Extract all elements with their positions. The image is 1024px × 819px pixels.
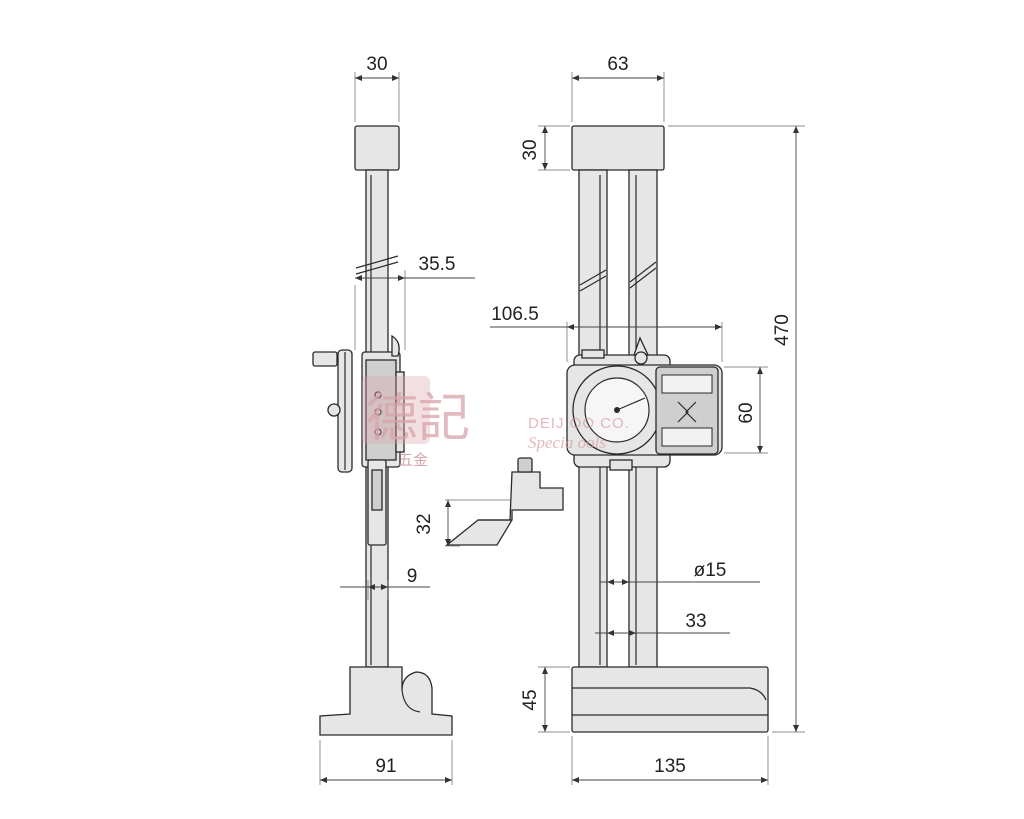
watermark: 德記 五金 DEIJ OO CO. Specia ools (362, 376, 630, 469)
front-dim-top-width: 63 (607, 54, 628, 75)
watermark-english-line1: DEIJ OO CO. (528, 415, 630, 432)
front-dim-base-width: 135 (654, 756, 686, 777)
front-dim-column-spacing: 33 (685, 611, 706, 632)
scriber-attachment: 32 (414, 457, 564, 547)
side-top-cap (354, 125, 400, 171)
front-dim-top-height: 30 (520, 139, 541, 160)
scriber-body (445, 471, 564, 546)
front-view: 63 30 470 106.5 60 ø15 33 45 (490, 54, 805, 785)
front-dim-base-height: 45 (520, 689, 541, 710)
scriber-screw (517, 457, 533, 473)
side-dim-top-width: 30 (366, 54, 387, 75)
side-break-mark (355, 255, 399, 275)
front-break-mark (579, 261, 657, 292)
side-knob (312, 351, 338, 367)
scriber-dim-height: 32 (414, 513, 435, 534)
watermark-chinese: 德記 (366, 389, 470, 449)
front-dim-column-diameter: ø15 (694, 560, 727, 581)
side-lock-screw (327, 403, 341, 417)
front-dim-slider-width: 106.5 (491, 304, 539, 325)
watermark-logo-box (362, 376, 430, 444)
side-dim-base-width: 91 (375, 756, 396, 777)
dial-needle (616, 397, 646, 411)
side-base (319, 666, 453, 736)
watermark-chinese-small: 五金 (398, 451, 428, 469)
front-base (571, 666, 769, 733)
watermark-english-line2: Specia ools (528, 433, 606, 452)
front-dim-total-height: 470 (772, 314, 793, 346)
front-top-cap (571, 125, 665, 171)
front-dim-slider-height: 60 (736, 402, 757, 423)
side-clamp-lever (391, 334, 400, 357)
side-view: 30 35.5 9 91 (312, 54, 475, 785)
side-dim-clamp-width: 35.5 (419, 254, 456, 275)
side-dim-scriber-thickness: 9 (407, 566, 418, 587)
